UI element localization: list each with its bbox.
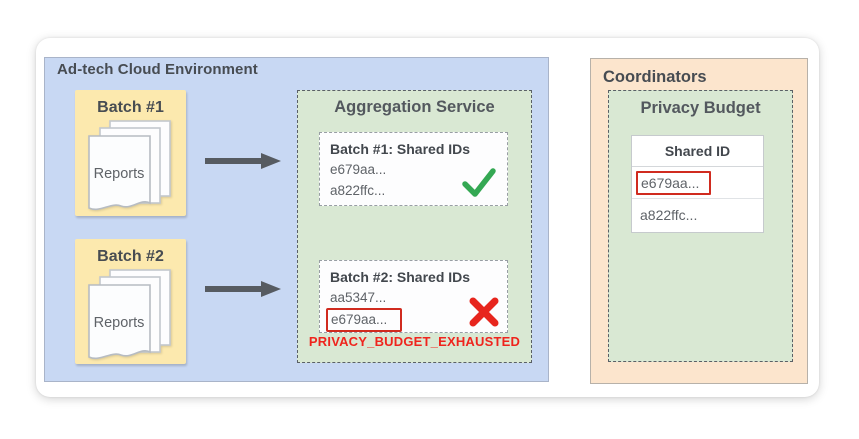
diagram-card: Ad-tech Cloud Environment Batch #1 Repor… bbox=[36, 38, 819, 397]
batch-1-title: Batch #1 bbox=[97, 99, 164, 116]
reports-label: Reports bbox=[93, 315, 145, 331]
highlighted-shared-id: e679aa... bbox=[636, 170, 712, 195]
batch-result-title: Batch #2: Shared IDs bbox=[330, 269, 471, 285]
coordinators-box: Coordinators Privacy Budget Shared ID e6… bbox=[590, 58, 808, 384]
batch-2-title: Batch #2 bbox=[97, 248, 164, 265]
batch-2-result-box: Batch #2: Shared IDs aa5347... e679aa... bbox=[319, 260, 508, 333]
highlighted-shared-id: e679aa... bbox=[326, 308, 403, 332]
aggregation-service-box: Aggregation Service Batch #1: Shared IDs… bbox=[297, 90, 532, 363]
batch-1-result-box: Batch #1: Shared IDs e679aa... a822ffc..… bbox=[319, 132, 508, 206]
shared-id-value: e679aa... bbox=[330, 162, 387, 177]
batch-1-card: Batch #1 Reports bbox=[75, 90, 186, 216]
error-cross-icon bbox=[469, 297, 499, 327]
shared-id-row: a822ffc... bbox=[640, 207, 698, 223]
shared-id-row: e679aa... bbox=[632, 167, 763, 199]
flow-arrow-icon bbox=[205, 153, 281, 169]
privacy-budget-title: Privacy Budget bbox=[640, 99, 761, 117]
privacy-budget-box: Privacy Budget Shared ID e679aa... a822f… bbox=[608, 90, 793, 362]
coordinators-title: Coordinators bbox=[603, 68, 707, 86]
batch-result-title: Batch #1: Shared IDs bbox=[330, 141, 471, 157]
flow-arrow-icon bbox=[205, 281, 281, 297]
shared-id-table-header: Shared ID bbox=[632, 136, 763, 167]
shared-id-value: a822ffc... bbox=[330, 183, 386, 198]
adtech-environment-box: Ad-tech Cloud Environment Batch #1 Repor… bbox=[44, 57, 549, 382]
reports-stack-icon bbox=[88, 120, 171, 211]
aggregation-service-title: Aggregation Service bbox=[334, 98, 495, 116]
shared-id-table: Shared ID e679aa... a822ffc... bbox=[631, 135, 764, 233]
adtech-environment-title: Ad-tech Cloud Environment bbox=[57, 61, 258, 78]
batch-2-card: Batch #2 Reports bbox=[75, 239, 186, 364]
shared-id-value: e679aa... bbox=[326, 308, 497, 332]
shared-id-value: aa5347... bbox=[330, 290, 387, 305]
success-check-icon bbox=[462, 168, 496, 197]
reports-label: Reports bbox=[93, 166, 145, 182]
reports-stack-icon bbox=[88, 269, 171, 360]
privacy-budget-exhausted-label: PRIVACY_BUDGET_EXHAUSTED bbox=[308, 334, 521, 349]
